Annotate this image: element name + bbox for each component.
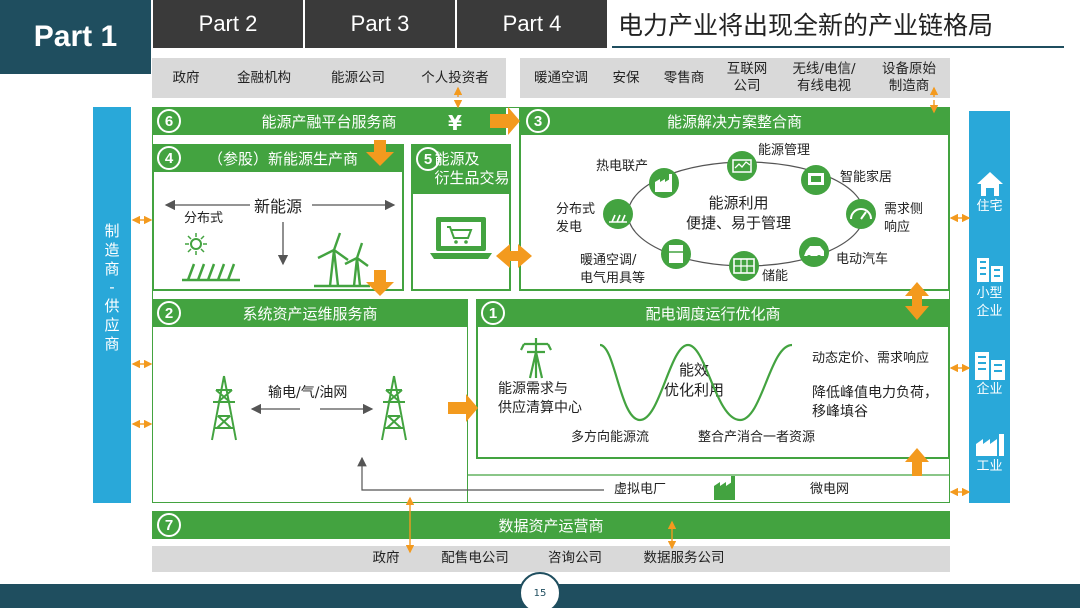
orange-block-arrows: [366, 107, 929, 476]
wind-turbine-icon: [314, 232, 370, 288]
n1-wave-curve: [599, 343, 793, 422]
n3-storage: 储能: [762, 269, 789, 284]
n1-header: 配电调度运行优化商: [476, 299, 950, 327]
right-residence: 住宅: [976, 199, 1003, 214]
office-building-icon: [975, 352, 1005, 380]
bottom-item-consulting: 咨询公司: [548, 550, 602, 566]
top-item-investor: 个人投资者: [421, 70, 489, 86]
top-item-finance: 金融机构: [237, 70, 291, 86]
n6-label: 能源产融平台服务商: [261, 112, 397, 131]
microgrid-label: 微电网: [810, 482, 850, 497]
n6-header: 能源产融平台服务商: [152, 107, 506, 135]
smart-home-tv-icon: [801, 165, 831, 195]
top-right-bar: [520, 58, 950, 98]
n1-multi: 多方向能源流: [571, 430, 650, 445]
demand-gauge-icon: [846, 199, 876, 229]
page-number: 15: [533, 588, 547, 599]
chp-factory-icon: [649, 168, 679, 198]
house-icon: [977, 172, 1003, 196]
n1-pricing: 动态定价、需求响应: [812, 351, 930, 366]
n7-number: 7: [157, 513, 181, 537]
n1-number: 1: [481, 301, 505, 325]
n4-center-text: 新能源: [254, 197, 303, 216]
n2-header: 系统资产运维服务商: [152, 299, 468, 327]
n3-icons: [603, 151, 876, 281]
title-underline: [612, 46, 1064, 48]
page-number-badge: [519, 572, 561, 608]
n3-center: 能源利用 便捷、易于管理: [686, 194, 792, 232]
top-item-internet: 互联网 公司: [726, 61, 768, 94]
storage-battery-icon: [729, 251, 759, 281]
n4-cross-arrows: [164, 199, 396, 266]
n1-peak: 降低峰值电力负荷， 移峰填谷: [812, 385, 938, 420]
n4-label: （参股）新能源生产商: [207, 149, 358, 168]
n4-number: 4: [157, 146, 181, 170]
n2-label: 系统资产运维服务商: [242, 304, 378, 323]
n2-grid-text: 输电/气/油网: [268, 385, 348, 401]
n1-center-node: 能源需求与 供应清算中心: [498, 381, 582, 416]
electric-car-icon: [799, 237, 829, 267]
top-item-oem: 设备原始 制造商: [882, 61, 936, 94]
left-column-manufacturer: [93, 107, 131, 503]
vpp-label: 虚拟电厂: [614, 482, 667, 497]
vpp-connector: [357, 456, 604, 491]
page-title: 电力产业将出现全新的产业链格局: [618, 11, 994, 40]
right-enterprise: 企业: [976, 382, 1003, 397]
small-building-icon: [977, 258, 1003, 282]
n3-hvac: 暖通空调/ 电气用具等: [580, 253, 646, 286]
top-left-bar: [152, 58, 506, 98]
bottom-item-data-service: 数据服务公司: [643, 550, 725, 566]
n4-header: （参股）新能源生产商: [152, 144, 404, 172]
n3-label: 能源解决方案整合商: [666, 112, 802, 131]
transmission-tower-left-icon: [211, 375, 237, 441]
yen-symbol: ¥: [448, 111, 462, 135]
n3-demand: 需求侧 响应: [884, 202, 924, 235]
tab-part-1[interactable]: Part 1: [0, 0, 151, 74]
bottom-item-distribution: 配售电公司: [441, 550, 509, 566]
top-item-telecom: 无线/电信/ 有线电视: [792, 61, 856, 94]
n3-distributed: 分布式 发电: [556, 202, 596, 235]
utility-pole-icon: [520, 338, 552, 379]
n3-chp: 热电联产: [596, 159, 649, 174]
solar-panel-icon: [182, 233, 240, 282]
top-item-government: 政府: [172, 70, 200, 86]
n1-efficiency: 能效 优化利用: [664, 361, 725, 400]
n4-distributed-text: 分布式: [184, 211, 224, 226]
bottom-bar: [152, 546, 950, 572]
tab-part-4[interactable]: Part 4: [457, 0, 607, 48]
distributed-solar-icon: [603, 199, 633, 229]
n3-energy-mgmt: 能源管理: [758, 143, 811, 158]
top-item-retail: 零售商: [663, 70, 705, 86]
orange-thin-arrows: [131, 86, 971, 554]
n1-integrate: 整合产消合一者资源: [698, 430, 816, 445]
bottom-item-government: 政府: [372, 550, 400, 566]
top-item-hvac: 暖通空调: [534, 70, 588, 86]
top-item-energy-company: 能源公司: [331, 70, 385, 86]
transmission-tower-right-icon: [381, 375, 407, 441]
microgrid-factory-icon: [714, 476, 735, 500]
n2-number: 2: [157, 301, 181, 325]
right-small-business: 小型 企业: [976, 286, 1003, 319]
n5-number: 5: [416, 147, 440, 171]
energy-management-icon: [727, 151, 757, 181]
n3-smart-home: 智能家居: [840, 170, 893, 185]
hvac-appliance-icon: [661, 239, 691, 269]
right-industry: 工业: [976, 459, 1003, 474]
n3-number: 3: [526, 109, 550, 133]
tab-part-2[interactable]: Part 2: [153, 0, 303, 48]
tab-part-3[interactable]: Part 3: [305, 0, 455, 48]
n3-header: 能源解决方案整合商: [519, 107, 950, 135]
n3-ev: 电动汽车: [836, 252, 889, 267]
n7-header: 数据资产运营商: [152, 511, 950, 539]
left-column-label: 制 造 商 - 供 应 商: [104, 222, 120, 353]
industry-icon: [976, 434, 1004, 456]
n6-number: 6: [157, 109, 181, 133]
n2-box: [152, 299, 468, 503]
n5-label: 能源及 衍生品交易: [434, 149, 510, 188]
n7-label: 数据资产运营商: [498, 516, 604, 535]
shopping-laptop-icon: [430, 217, 492, 259]
top-item-security: 安保: [612, 70, 640, 86]
n1-label: 配电调度运行优化商: [645, 304, 781, 323]
